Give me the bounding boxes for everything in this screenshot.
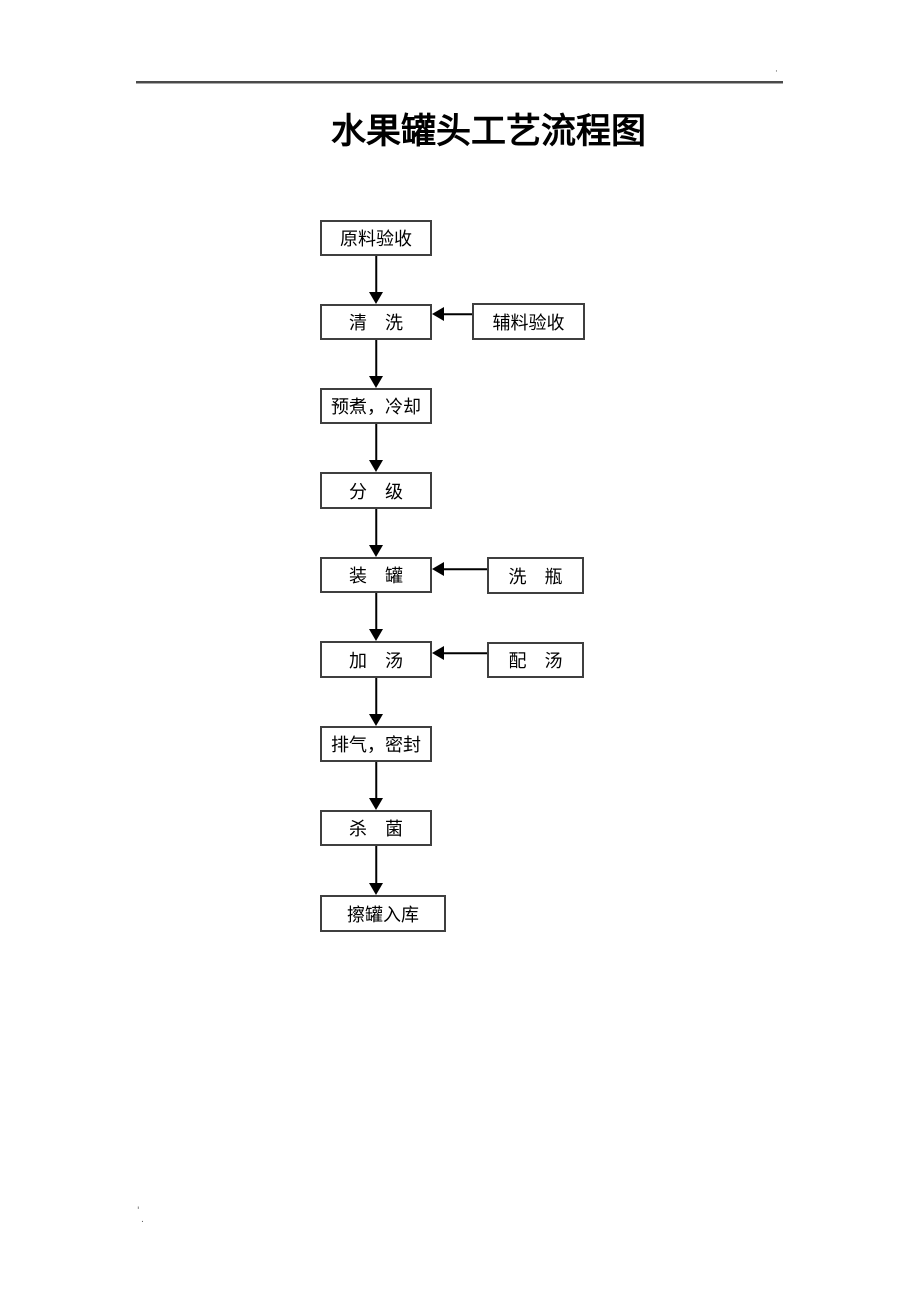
arrow-down-icon <box>369 762 383 810</box>
step-wipe-cans-storage: 擦罐入库 <box>320 895 446 932</box>
step-label: 加 汤 <box>349 650 403 671</box>
side-step-bottle-washing: 洗 瓶 <box>487 557 584 594</box>
arrow-left-icon <box>432 307 472 321</box>
step-label: 配 汤 <box>508 651 563 671</box>
step-label: 辅料验收 <box>492 312 565 333</box>
step-sterilization: 杀 菌 <box>320 810 432 846</box>
step-exhaust-sealing: 排气，密封 <box>320 726 432 762</box>
arrow-down-icon <box>369 340 383 388</box>
step-raw-material-inspection: 原料验收 <box>320 220 432 256</box>
step-add-syrup: 加 汤 <box>320 641 432 678</box>
stray-mark-top-right: · <box>775 67 778 77</box>
arrow-left-icon <box>432 562 487 576</box>
arrow-down-icon <box>369 593 383 641</box>
arrow-down-icon <box>369 424 383 472</box>
arrow-down-icon <box>369 256 383 304</box>
step-label: 分 级 <box>349 481 403 502</box>
stray-mark-bottom-left-lower: . <box>141 1215 144 1225</box>
step-label: 原料验收 <box>340 229 412 249</box>
header-rule <box>136 81 783 84</box>
arrow-down-icon <box>369 846 383 895</box>
arrow-left-icon <box>432 646 487 660</box>
side-step-auxiliary-material-inspection: 辅料验收 <box>472 303 585 340</box>
step-label: 装 罐 <box>349 566 403 586</box>
step-label: 擦罐入库 <box>347 904 419 925</box>
step-grading: 分 级 <box>320 472 432 509</box>
step-label: 预煮，冷却 <box>331 397 421 417</box>
step-washing: 清 洗 <box>320 304 432 340</box>
step-canning: 装 罐 <box>320 557 432 593</box>
page-title: 水果罐头工艺流程图 <box>331 112 647 151</box>
arrow-down-icon <box>369 509 383 557</box>
step-label: 清 洗 <box>349 313 403 333</box>
stray-mark-bottom-left-upper: ' <box>137 1206 140 1216</box>
arrow-down-icon <box>369 678 383 726</box>
step-label: 洗 瓶 <box>508 566 563 587</box>
step-label: 杀 菌 <box>349 819 403 839</box>
step-label: 排气，密封 <box>331 735 421 755</box>
step-precook-cooling: 预煮，冷却 <box>320 388 432 424</box>
side-step-syrup-preparation: 配 汤 <box>487 642 584 678</box>
